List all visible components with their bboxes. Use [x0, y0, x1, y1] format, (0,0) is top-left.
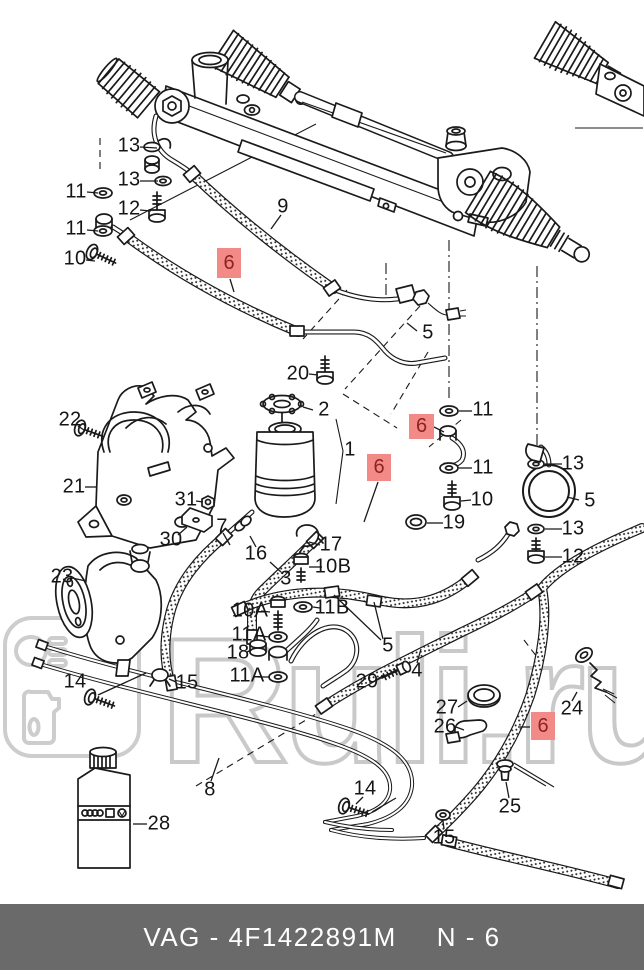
part-callout-11: 11	[472, 456, 494, 479]
part-callout-14: 14	[353, 777, 377, 800]
part-callout-7: 7	[216, 515, 228, 538]
part-callout-30: 30	[159, 528, 183, 551]
part-callout-19: 19	[442, 511, 466, 534]
part-callout-13: 13	[117, 134, 141, 157]
part-number: VAG - 4F1422891M	[143, 921, 397, 952]
part-callout-5: 5	[584, 489, 596, 512]
part-callout-11: 11	[65, 180, 87, 203]
metal-pipes	[38, 113, 625, 890]
hose-crimp-fittings	[116, 164, 625, 890]
part-callout-28: 28	[147, 812, 171, 835]
fluid-reservoir	[234, 393, 316, 532]
part-callout-2: 2	[318, 398, 330, 421]
part-callout-13: 13	[117, 168, 141, 191]
part-callout-5: 5	[422, 321, 434, 344]
highlighted-part-callout-6[interactable]: 6	[409, 414, 434, 439]
part-callout-12: 12	[117, 197, 141, 220]
part-callout-15: 15	[432, 826, 456, 849]
part-callout-23: 23	[50, 565, 74, 588]
part-callout-17: 17	[319, 533, 343, 556]
highlighted-part-callout-6[interactable]: 6	[367, 454, 391, 481]
part-callout-27: 27	[435, 696, 459, 719]
part-callout-10B: 10B	[314, 555, 352, 578]
highlighted-part-callout-6[interactable]: 6	[217, 248, 241, 278]
leader-lines	[71, 146, 580, 830]
part-callout-14: 14	[63, 670, 87, 693]
part-callout-12: 12	[561, 545, 585, 568]
part-callout-11: 11	[65, 217, 87, 240]
part-callout-1: 1	[344, 438, 356, 461]
part-callout-15: 15	[175, 671, 199, 694]
part-callout-31: 31	[174, 488, 198, 511]
hydraulic-oil-bottle	[77, 746, 131, 869]
highlighted-part-callout-6[interactable]: 6	[531, 712, 555, 740]
footer-bar: VAG - 4F1422891M N - 6	[0, 904, 644, 970]
part-callout-25: 25	[498, 795, 522, 818]
part-callout-11A: 11A	[229, 664, 265, 687]
part-callout-16: 16	[244, 542, 268, 565]
watermark: Ruli.ru	[3, 599, 644, 802]
power-steering-pump	[54, 543, 163, 677]
part-callout-22: 22	[58, 408, 82, 431]
steering-rack-assembly	[96, 20, 644, 263]
part-callout-21: 21	[62, 475, 86, 498]
part-callout-11A: 11A	[231, 623, 267, 646]
part-callout-20: 20	[286, 362, 310, 385]
part-callout-10: 10	[63, 247, 87, 270]
part-callout-4: 4	[411, 659, 423, 682]
part-callout-8: 8	[204, 778, 216, 801]
parts-diagram: Ruli.ru	[3, 20, 644, 890]
part-callout-10: 10	[470, 488, 494, 511]
part-callout-29: 29	[355, 670, 379, 693]
part-callout-3: 3	[280, 567, 292, 590]
page-reference: N - 6	[436, 921, 501, 952]
part-callout-10A: 10A	[231, 599, 269, 622]
part-callout-26: 26	[433, 715, 457, 738]
mounting-bracket	[77, 381, 235, 549]
part-callout-5: 5	[382, 634, 394, 657]
small-parts	[31, 138, 618, 821]
part-callout-11B: 11B	[314, 596, 350, 619]
part-callout-18: 18	[226, 641, 250, 664]
watermark-text: Ruli.ru	[160, 601, 644, 800]
part-callout-13: 13	[561, 452, 585, 475]
part-callout-9: 9	[277, 195, 289, 218]
part-callout-24: 24	[560, 697, 584, 720]
part-callout-11: 11	[472, 398, 494, 421]
part-callout-13: 13	[561, 517, 585, 540]
